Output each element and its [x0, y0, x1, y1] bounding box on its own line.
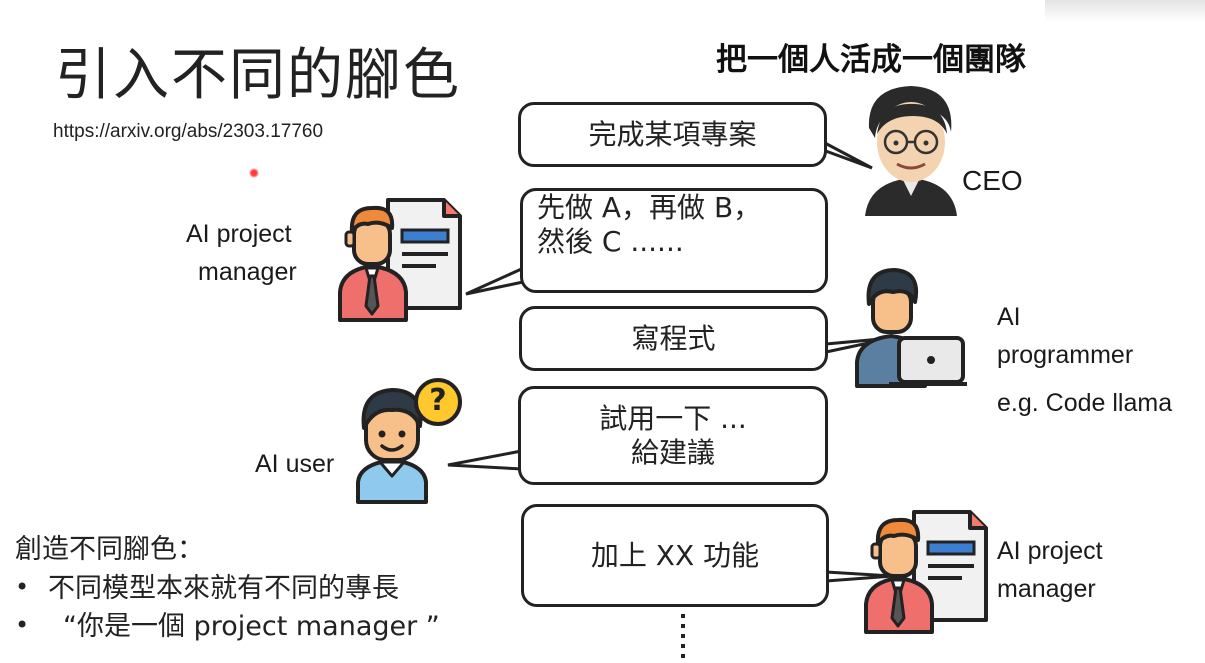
user-label: AI user [255, 450, 335, 478]
tail-pm-top [465, 260, 538, 296]
bubble-user: 試用一下 ... 給建議 [518, 386, 828, 485]
bubble-pm-top-line1: 先做 A，再做 B， [537, 191, 762, 224]
notes-item-text: 不同模型本來就有不同的專長 [48, 572, 399, 604]
pm-bottom-label-line1: AI project [997, 537, 1103, 565]
ceo-avatar-icon [865, 86, 957, 216]
bullet-icon: • [15, 572, 30, 601]
tail-user [447, 446, 538, 471]
user-avatar-icon [356, 378, 462, 504]
pm-top-label-line1: AI project [186, 220, 292, 248]
pm-bottom-avatar-icon [864, 510, 988, 634]
bubble-pm-bottom: 加上 XX 功能 [521, 504, 829, 607]
bubble-programmer-text: 寫程式 [631, 321, 716, 355]
slide-title: 引入不同的腳色 [55, 43, 461, 108]
notes-heading: 創造不同腳色： [15, 534, 204, 565]
ceo-label: CEO [962, 165, 1023, 196]
bubble-pm-bottom-text: 加上 XX 功能 [590, 538, 760, 572]
notes-block: 創造不同腳色： • 不同模型本來就有不同的專長 • “你是一個 project … [15, 531, 440, 647]
bubble-ceo: 完成某項專案 [518, 102, 827, 167]
pm-top-avatar-icon [338, 198, 462, 322]
programmer-label-line3: e.g. Code llama [997, 389, 1173, 417]
bubble-ceo-text: 完成某項專案 [588, 117, 757, 151]
bubble-programmer: 寫程式 [519, 306, 828, 371]
programmer-label-line1: AI [997, 303, 1021, 331]
notes-item: • 不同模型本來就有不同的專長 [15, 570, 440, 609]
window-edge-shadow [1045, 0, 1205, 22]
notes-item-text: “你是一個 project manager ” [63, 611, 440, 643]
question-icon: ? [429, 383, 447, 418]
bubble-pm-top: 先做 A，再做 B， 然後 C ...... [520, 188, 828, 293]
laser-pointer-dot [249, 168, 259, 178]
slide-subtitle: 把一個人活成一個團隊 [716, 42, 1026, 78]
paper-url[interactable]: https://arxiv.org/abs/2303.17760 [53, 121, 324, 142]
bullet-icon: • [15, 611, 30, 640]
programmer-avatar-icon [855, 268, 967, 388]
notes-item: • “你是一個 project manager ” [15, 608, 440, 647]
pm-bottom-label-line2: manager [997, 574, 1096, 603]
bubble-user-line2: 給建議 [630, 435, 715, 469]
programmer-label: AI programmer e.g. Code llama [997, 298, 1172, 422]
bubble-user-line1: 試用一下 ... [599, 401, 747, 435]
pm-top-label: AI project manager [186, 216, 297, 291]
pm-top-label-line2: manager [198, 257, 297, 286]
tail-ceo [822, 140, 873, 170]
pm-bottom-label: AI project manager [997, 533, 1103, 608]
programmer-label-line2: programmer [997, 341, 1134, 369]
bubble-pm-top-line2: 然後 C ...... [537, 224, 684, 258]
